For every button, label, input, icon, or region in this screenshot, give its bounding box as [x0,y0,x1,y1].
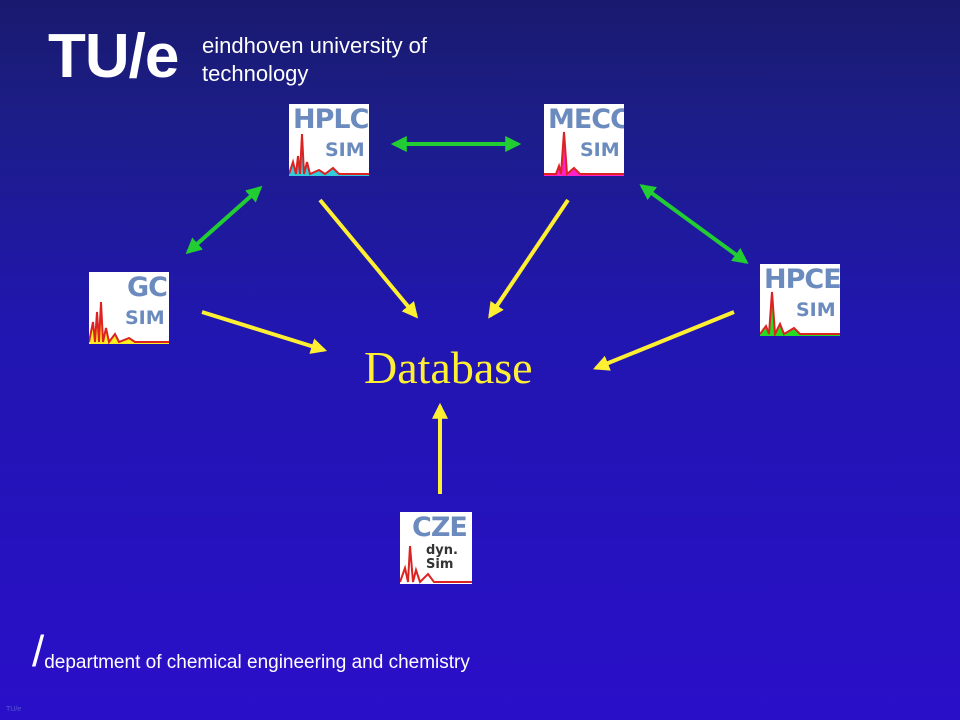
hpce-subtitle: SIM [796,299,836,321]
data-arrow-gc [201,310,328,354]
cze-subtitle: dyn. Sim [426,543,458,572]
mecc-title: MECC [548,104,624,135]
link-arrow-hplc-gc [185,185,263,255]
cze-dynsim-icon[interactable]: CZE dyn. Sim [400,512,472,584]
chromatogram-graphic [544,131,624,176]
department-footer: /department of chemical engineering and … [32,628,470,676]
data-arrow-hpce [593,310,735,371]
university-name-line2: technology [202,61,309,86]
university-name-line1: eindhoven university of [202,33,428,58]
footer-slash: / [32,627,45,676]
link-arrow-mecc-hpce [639,184,749,264]
hpce-title: HPCE [764,264,840,295]
university-name: eindhoven university of technology [202,32,427,88]
mecc-sim-icon[interactable]: MECC SIM [544,104,624,176]
chromatogram-graphic [760,291,840,336]
chromatogram-graphic [400,545,472,584]
hplc-title: HPLC [293,104,369,135]
hplc-subtitle: SIM [325,139,365,161]
tue-logo: TU/e [48,22,179,91]
chromatogram-graphic [89,301,169,344]
cze-title: CZE [412,512,468,543]
data-arrow-hplc [318,198,419,319]
database-label: Database [364,342,533,393]
footer-small-logo: TU/e [6,706,22,713]
gc-title: GC [127,272,168,303]
hpce-sim-icon[interactable]: HPCE SIM [760,264,840,336]
data-arrow-mecc [488,198,570,319]
department-name: department of chemical engineering and c… [44,652,470,673]
hplc-sim-icon[interactable]: HPLC SIM [289,104,369,176]
chromatogram-graphic [289,133,369,176]
gc-subtitle: SIM [125,307,165,329]
mecc-subtitle: SIM [580,139,620,161]
gc-sim-icon[interactable]: GC SIM [89,272,169,344]
